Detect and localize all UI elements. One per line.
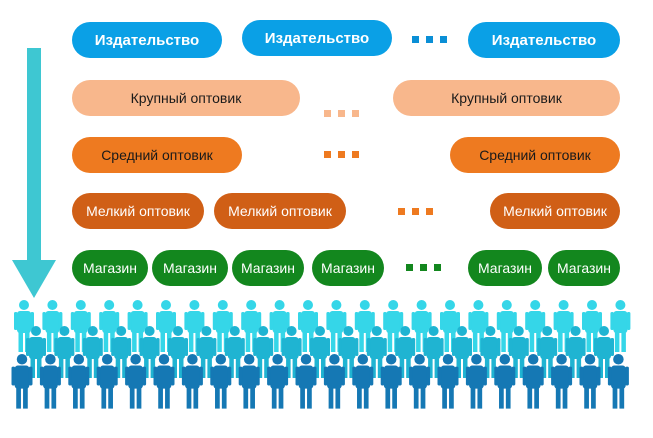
- person-icon: [11, 354, 33, 409]
- person-icon: [267, 354, 289, 409]
- medium-wholesaler-box-1: Средний оптовик: [72, 137, 242, 173]
- person-icon: [423, 326, 444, 378]
- store-box-4: Магазин: [312, 250, 384, 286]
- small-wholesaler-box-1: Мелкий оптовик: [72, 193, 204, 229]
- person-icon: [54, 326, 75, 378]
- person-icon: [323, 354, 345, 409]
- person-icon: [338, 326, 359, 378]
- person-icon: [168, 326, 188, 378]
- person-icon: [452, 326, 472, 378]
- large-wholesaler-ellipsis: [324, 110, 359, 117]
- person-icon: [241, 300, 262, 352]
- person-icon: [26, 326, 46, 378]
- person-icon: [551, 354, 573, 409]
- person-icon: [253, 326, 274, 378]
- publisher-box-1: Издательство: [72, 22, 222, 58]
- person-icon: [525, 300, 546, 352]
- store-box-5: Магазин: [468, 250, 542, 286]
- person-icon: [310, 326, 330, 378]
- person-icon: [366, 326, 387, 378]
- person-icon: [156, 300, 176, 352]
- person-icon: [579, 354, 601, 409]
- store-box-3: Магазин: [232, 250, 304, 286]
- medium-wholesaler-box-2: Средний оптовик: [450, 137, 620, 173]
- medium-wholesaler-ellipsis: [324, 151, 359, 158]
- person-icon: [607, 354, 629, 409]
- consumers-crowd: [11, 300, 631, 409]
- person-icon: [82, 326, 103, 378]
- store-ellipsis: [406, 264, 441, 271]
- person-icon: [281, 326, 302, 378]
- person-icon: [409, 354, 431, 409]
- person-icon: [196, 326, 217, 378]
- person-icon: [39, 354, 61, 409]
- store-box-1: Магазин: [72, 250, 148, 286]
- person-icon: [70, 300, 91, 352]
- person-icon: [68, 354, 90, 409]
- person-icon: [594, 326, 614, 378]
- person-icon: [295, 354, 317, 409]
- person-icon: [111, 326, 132, 378]
- person-icon: [480, 326, 501, 378]
- person-icon: [99, 300, 120, 352]
- person-icon: [610, 300, 631, 352]
- person-icon: [537, 326, 558, 378]
- person-icon: [380, 354, 402, 409]
- publisher-box-3: Издательство: [468, 22, 620, 58]
- publisher-box-2: Издательство: [242, 20, 392, 56]
- person-icon: [212, 300, 233, 352]
- person-icon: [352, 354, 374, 409]
- large-wholesaler-box-1: Крупный оптовик: [72, 80, 300, 116]
- person-icon: [181, 354, 203, 409]
- person-icon: [437, 354, 459, 409]
- person-icon: [395, 326, 416, 378]
- person-icon: [465, 354, 487, 409]
- person-icon: [494, 354, 516, 409]
- person-icon: [153, 354, 175, 409]
- small-wholesaler-box-2: Мелкий оптовик: [214, 193, 346, 229]
- store-box-6: Магазин: [548, 250, 620, 286]
- person-icon: [139, 326, 160, 378]
- arrow-down-icon: [12, 48, 56, 298]
- person-icon: [210, 354, 232, 409]
- person-icon: [565, 326, 586, 378]
- person-icon: [125, 354, 147, 409]
- store-box-2: Магазин: [152, 250, 228, 286]
- small-wholesaler-box-3: Мелкий оптовик: [490, 193, 620, 229]
- person-icon: [522, 354, 544, 409]
- publisher-ellipsis: [412, 36, 447, 43]
- person-icon: [96, 354, 118, 409]
- large-wholesaler-box-2: Крупный оптовик: [393, 80, 620, 116]
- person-icon: [508, 326, 529, 378]
- small-wholesaler-ellipsis: [398, 208, 433, 215]
- person-icon: [224, 326, 245, 378]
- person-icon: [238, 354, 260, 409]
